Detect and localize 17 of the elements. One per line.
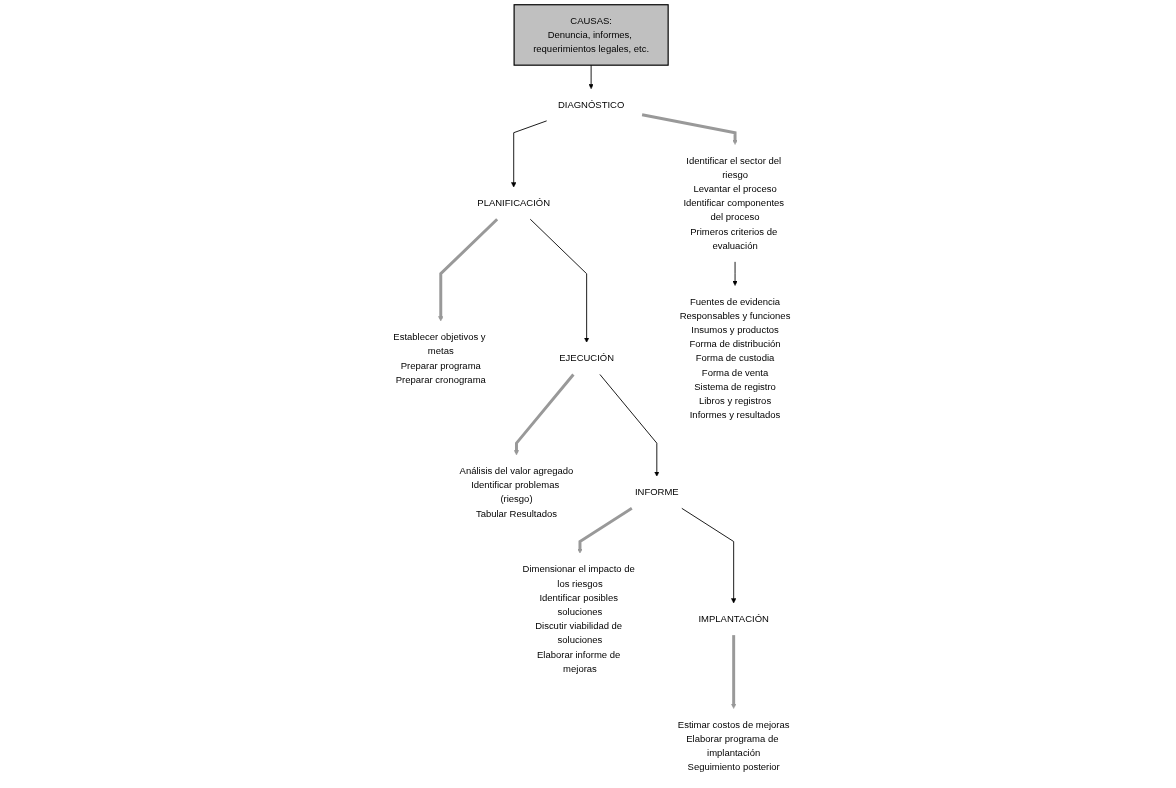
node-text: DIAGNÓSTICO	[558, 99, 625, 110]
arrow	[577, 507, 633, 554]
node-text: Dimensionar el impacto de los riesgos Identificar posibles soluciones Discutir viabilidad de soluciones Elaborar informe de mejoras	[522, 564, 635, 674]
node-box: CAUSAS: Denuncia, informes, requerimientos legales, etc.	[513, 4, 669, 66]
node-text: EJECUCIÓN	[559, 353, 615, 364]
node-text: Fuentes de evidencia Responsables y funciones Insumos y productos Forma de distribución Forma de custodia Forma de venta Sistema de registro Libros y registros Informes y resultados	[679, 296, 791, 421]
node-text: PLANIFICACIÓN	[477, 197, 551, 208]
node-text: IMPLANTACIÓN	[698, 613, 769, 624]
arrow	[641, 113, 738, 145]
node-text: Establecer objetivos y metas Preparar programa Preparar cronograma	[393, 331, 486, 385]
arrow	[731, 635, 737, 709]
node-text: Estimar costos de mejoras Elaborar programa de implantación Seguimiento posterior	[677, 719, 790, 772]
node-text: Análisis del valor agregado Identificar problemas (riesgo) Tabular Resultados	[459, 465, 574, 519]
node-text: INFORME	[635, 487, 679, 498]
arrow	[513, 373, 575, 456]
node-text: Identificar el sector del riesgo Levantar el proceso Identificar componentes del proceso Primeros criterios de evaluación	[683, 155, 785, 251]
arrow	[438, 218, 499, 322]
